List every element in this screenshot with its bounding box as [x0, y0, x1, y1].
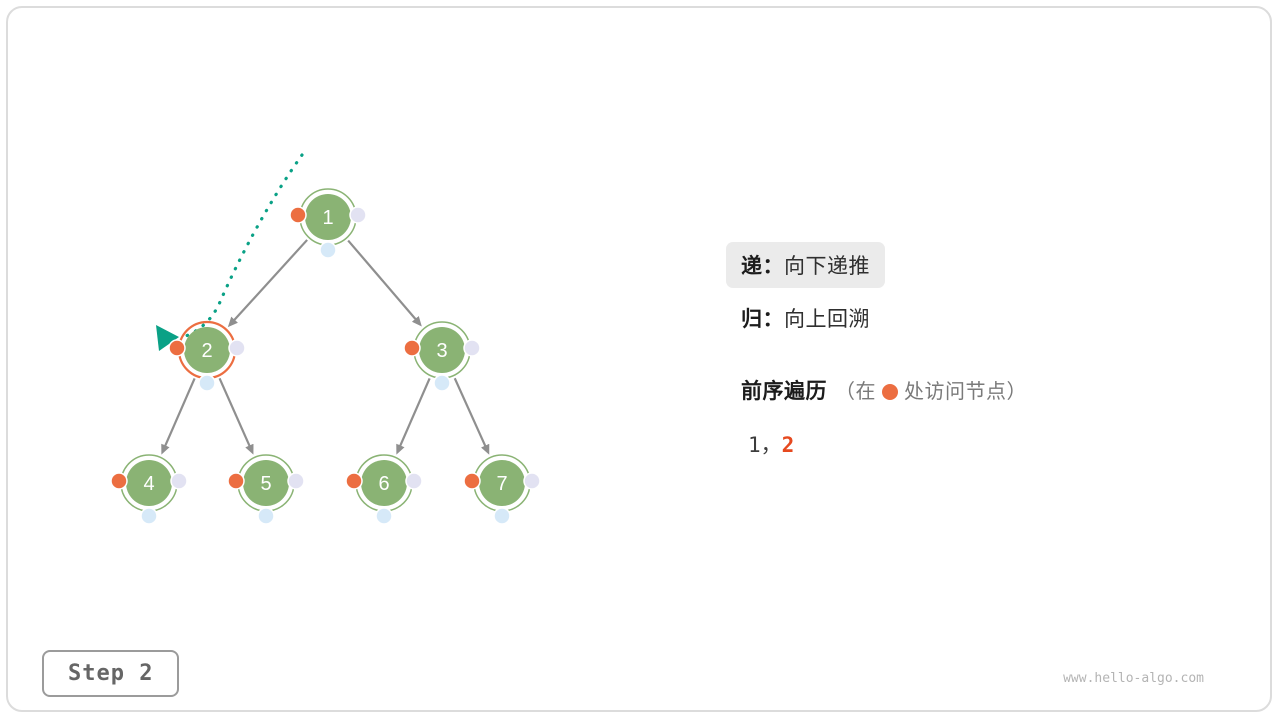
tree-node-6: 6	[345, 454, 423, 525]
preorder-dot-icon	[110, 472, 128, 490]
binary-tree-diagram: 1 2 3 4 5 6 7	[110, 153, 541, 525]
visited-sequence: 1，	[748, 433, 782, 457]
node-label: 3	[436, 340, 447, 362]
preorder-dot-icon	[463, 472, 481, 490]
node-label: 1	[322, 207, 333, 229]
recursion-trace-arrowhead	[156, 325, 179, 351]
recursion-trace-path	[184, 153, 304, 338]
postorder-dot-icon	[140, 507, 158, 525]
node-circle	[361, 460, 407, 506]
tree-edge	[161, 377, 196, 455]
inorder-dot-icon	[170, 472, 188, 490]
step-badge: Step 2	[42, 650, 180, 697]
postorder-dot-icon	[198, 374, 216, 392]
preorder-dot-icon	[882, 384, 898, 400]
node-label: 6	[378, 473, 389, 495]
tree-edge	[227, 239, 308, 328]
inorder-dot-icon	[463, 339, 481, 357]
postorder-dot-icon	[319, 241, 337, 259]
preorder-dot-icon	[289, 206, 307, 224]
tree-node-5: 5	[227, 454, 305, 525]
inorder-dot-icon	[349, 206, 367, 224]
postorder-dot-icon	[375, 507, 393, 525]
backtrack-prefix: 归：	[741, 308, 784, 331]
tree-edge	[218, 377, 254, 455]
traversal-line: 前序遍历 （在 处访问节点）	[726, 375, 1156, 405]
node-circle	[184, 327, 230, 373]
inorder-dot-icon	[523, 472, 541, 490]
node-label: 7	[496, 473, 507, 495]
tree-node-4: 4	[110, 454, 188, 525]
preorder-dot-icon	[168, 339, 186, 357]
tree-edge	[396, 377, 431, 455]
recurse-prefix: 递：	[741, 255, 784, 278]
node-label: 2	[201, 340, 212, 362]
node-circle	[479, 460, 525, 506]
legend-panel: 递：向下递推 归：向上回溯 前序遍历 （在 处访问节点） 1，2	[726, 242, 1156, 459]
postorder-dot-icon	[493, 507, 511, 525]
node-label: 4	[143, 473, 154, 495]
node-circle	[305, 194, 351, 240]
inorder-dot-icon	[405, 472, 423, 490]
node-circle	[243, 460, 289, 506]
postorder-dot-icon	[257, 507, 275, 525]
backtrack-text: 向上回溯	[784, 308, 870, 331]
traversal-note-after: 处访问节点）	[904, 381, 1027, 403]
inorder-dot-icon	[228, 339, 246, 357]
tree-node-7: 7	[463, 454, 541, 525]
node-circle	[419, 327, 465, 373]
tree-node-1: 1	[289, 188, 367, 259]
preorder-dot-icon	[345, 472, 363, 490]
watermark: www.hello-algo.com	[1063, 671, 1204, 686]
current-node-number: 2	[781, 433, 795, 457]
tree-node-3: 3	[403, 321, 481, 392]
traversal-title: 前序遍历	[741, 380, 827, 403]
tree-edge	[347, 239, 422, 327]
preorder-dot-icon	[227, 472, 245, 490]
inorder-dot-icon	[287, 472, 305, 490]
preorder-dot-icon	[403, 339, 421, 357]
traversal-note-before: （在	[835, 381, 876, 403]
backtrack-line: 归：向上回溯	[726, 303, 1156, 333]
recurse-text: 向下递推	[784, 255, 870, 278]
node-label: 5	[260, 473, 271, 495]
sequence-line: 1，2	[726, 429, 1156, 459]
tree-edge	[453, 377, 490, 455]
postorder-dot-icon	[433, 374, 451, 392]
tree-node-2: 2	[168, 320, 246, 392]
recurse-badge: 递：向下递推	[726, 242, 885, 288]
node-circle	[126, 460, 172, 506]
